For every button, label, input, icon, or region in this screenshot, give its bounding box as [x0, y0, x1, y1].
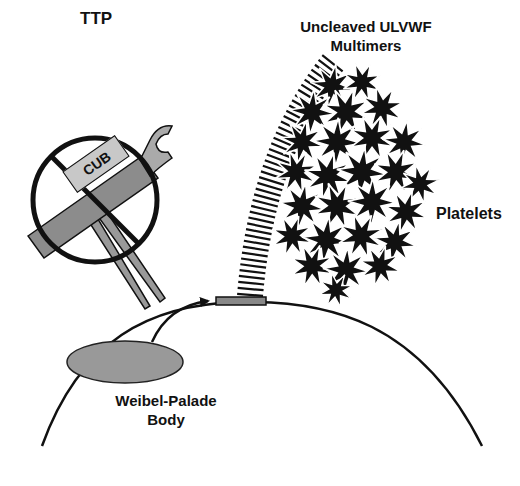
- platelet-cluster: [265, 56, 447, 314]
- node-text: Weibel-Palade Body: [108, 392, 224, 430]
- platelet: [354, 240, 405, 291]
- cub-claw: [140, 126, 172, 176]
- oval-shape: [67, 341, 183, 383]
- oval-outline: [66, 340, 184, 384]
- platelet: [312, 266, 360, 314]
- figure-title: TTP: [80, 8, 112, 29]
- platelet: [379, 117, 429, 167]
- prohibition-circle: [33, 138, 157, 262]
- platelet: [276, 180, 329, 233]
- secretion-arrow: [152, 301, 208, 342]
- weibel-palade-body: Weibel-Palade Body: [66, 340, 184, 384]
- cell-membrane: [42, 302, 482, 446]
- figure-label: Platelets: [436, 204, 502, 224]
- membrane-anchor: [216, 297, 266, 305]
- figure-label: Uncleaved ULVWF Multimers: [300, 18, 432, 56]
